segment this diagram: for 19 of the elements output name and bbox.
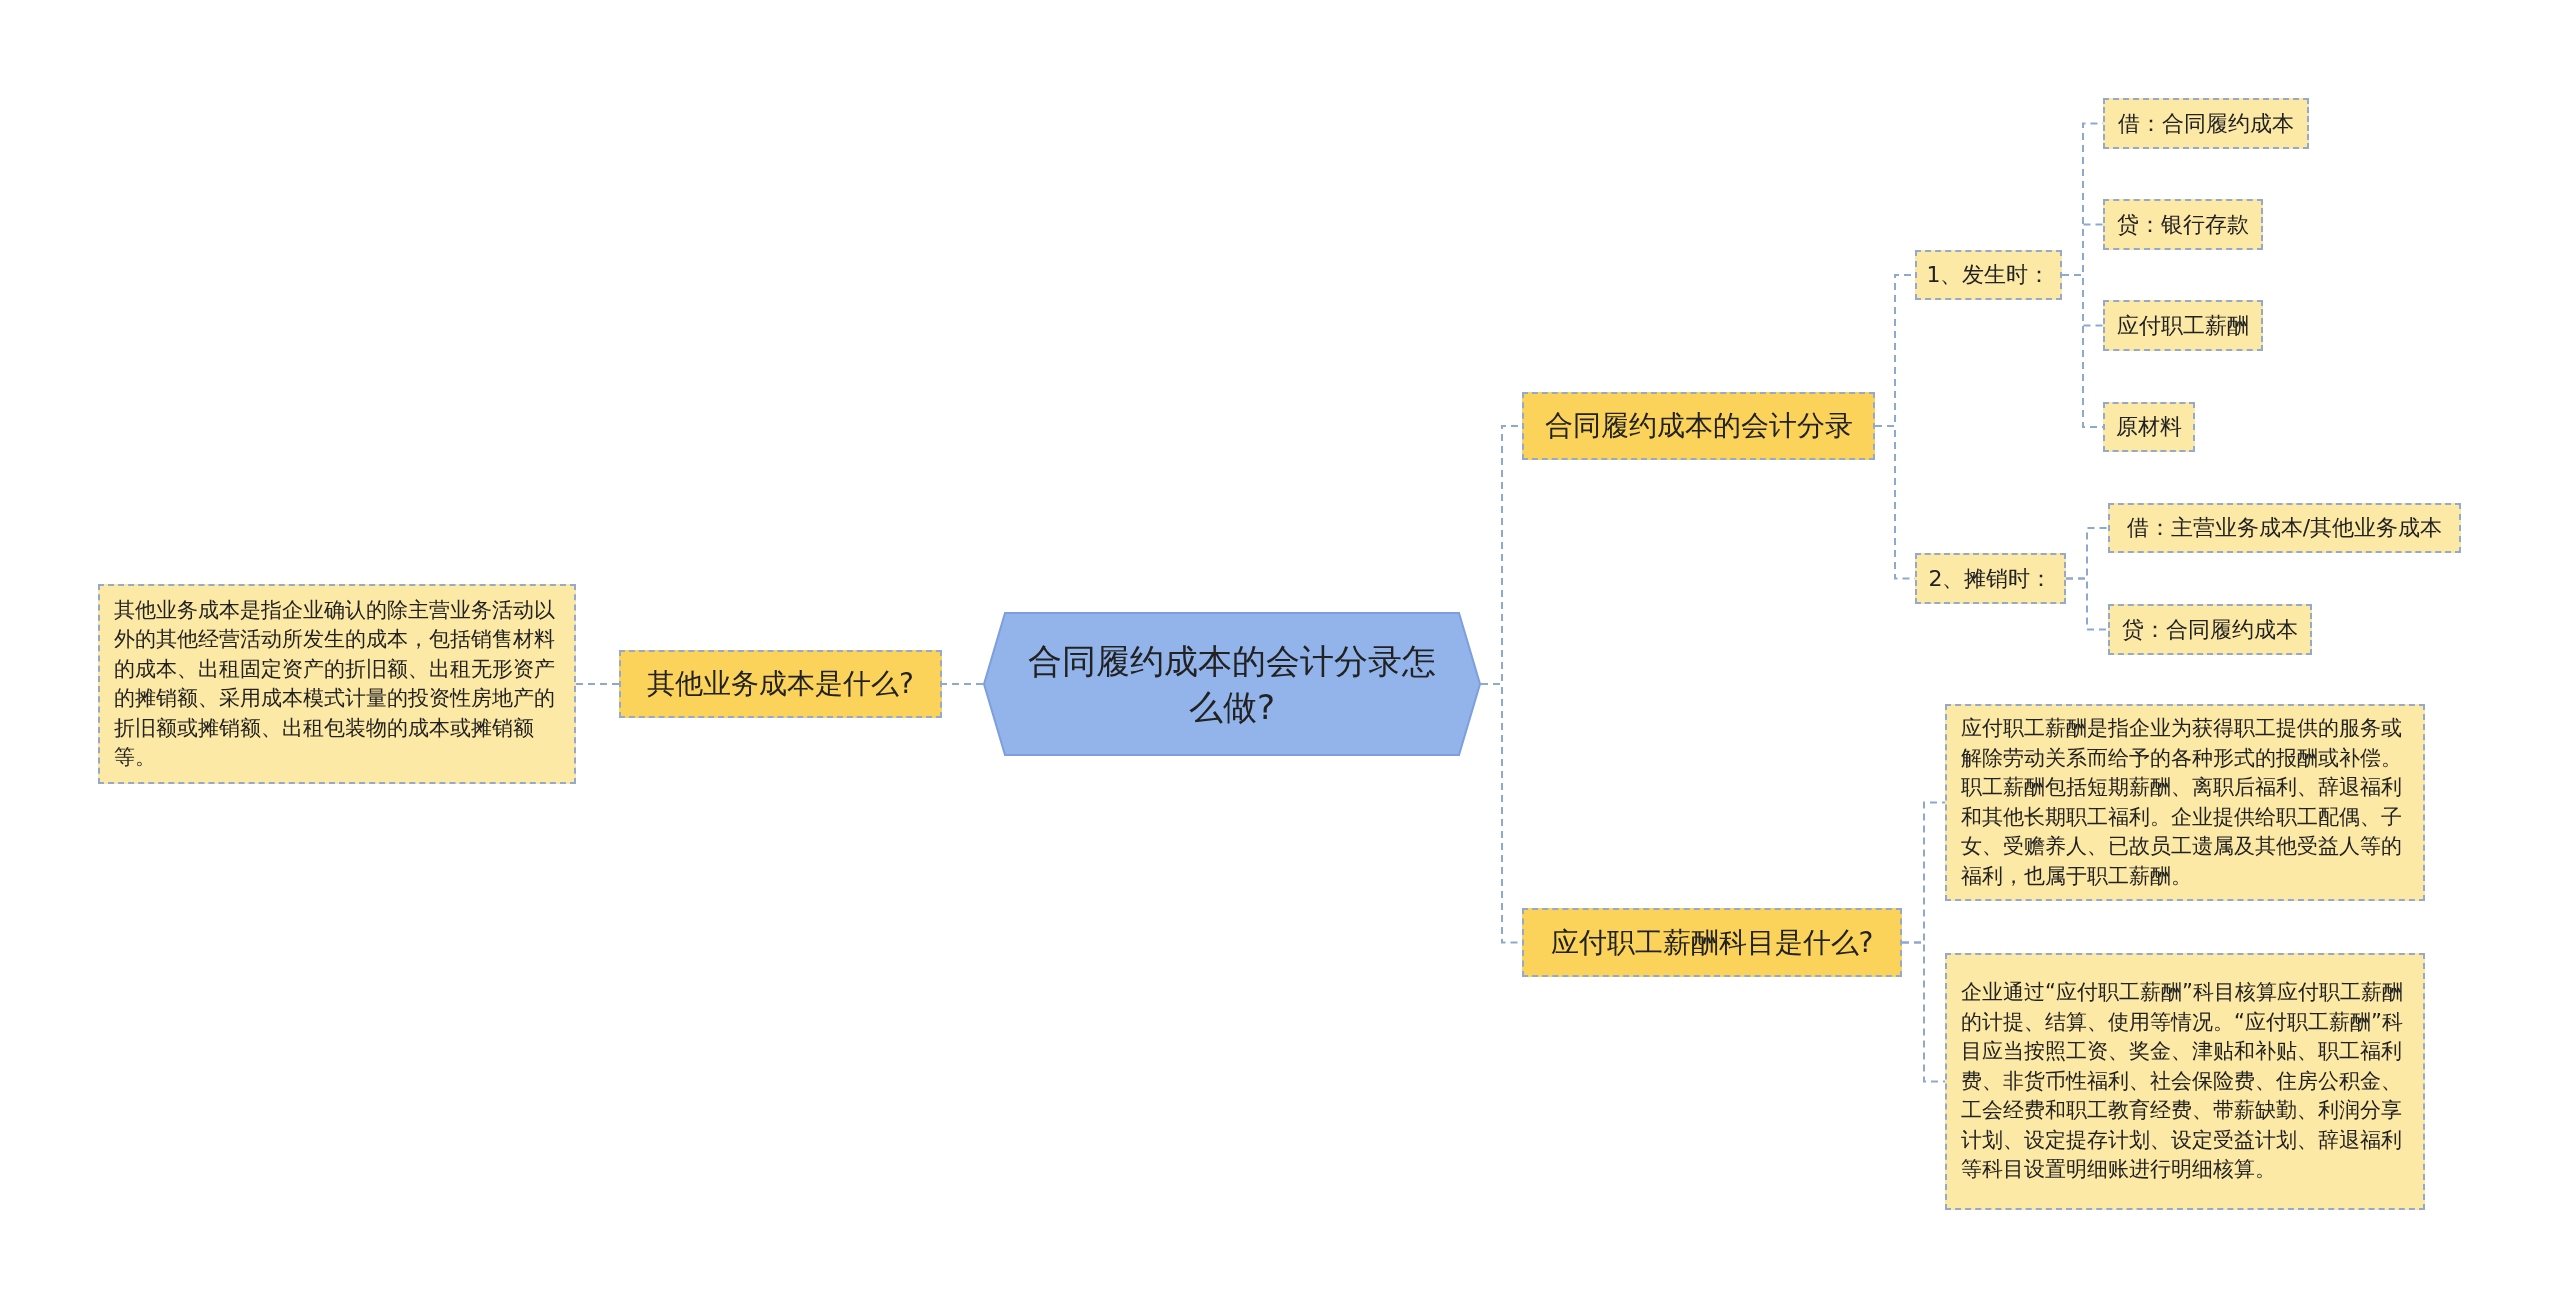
text-box: 企业通过“应付职工薪酬”科目核算应付职工薪酬的计提、结算、使用等情况。“应付职工薪酬”科目应当按照工资、奖金、津贴和补贴、职工福利费、非货币性福利、社会保险费、住房公积金、工会经费和职工教育经费、带薪缺勤、利润分享计划、设定提存计划、设定受益计划、辞退福利等科目设置明细账进行明细核算。 [1945, 953, 2425, 1210]
connector-line [2065, 577, 2109, 631]
subtopic-box: 借：主营业务成本/其他业务成本 [2108, 503, 2461, 553]
topic-box: 应付职工薪酬科目是什么? [1522, 908, 1902, 977]
subtopic-box: 原材料 [2103, 402, 2195, 452]
subtopic-box: 贷：合同履约成本 [2108, 604, 2312, 655]
text-box: 应付职工薪酬是指企业为获得职工提供的服务或解除劳动关系而给予的各种形式的报酬或补偿。职工薪酬包括短期薪酬、离职后福利、辞退福利和其他长期职工福利。企业提供给职工配偶、子女、受赡养人、已故员工遗属及其他受益人等的福利，也属于职工薪酬。 [1945, 704, 2425, 901]
subtopic-box: 借：合同履约成本 [2103, 98, 2309, 149]
topic-hexagon: 合同履约成本的会计分录怎么做? [983, 612, 1481, 756]
connector-line [575, 683, 620, 685]
topic-box: 其他业务成本是什么? [619, 650, 942, 718]
subtopic-box: 1、发生时： [1915, 250, 2062, 300]
topic-box: 合同履约成本的会计分录 [1522, 392, 1875, 460]
subtopic-box: 贷：银行存款 [2103, 199, 2263, 250]
subtopic-box: 2、摊销时： [1915, 553, 2066, 604]
connector-line [1901, 941, 1946, 1083]
subtopic-box: 应付职工薪酬 [2103, 300, 2263, 351]
connector-line [941, 683, 984, 685]
text-box: 其他业务成本是指企业确认的除主营业务活动以外的其他经营活动所发生的成本，包括销售材料的成本、出租固定资产的折旧额、出租无形资产的摊销额、采用成本模式计量的投资性房地产的折旧额或摊销额、出租包装物的成本或摊销额等。 [98, 584, 576, 784]
